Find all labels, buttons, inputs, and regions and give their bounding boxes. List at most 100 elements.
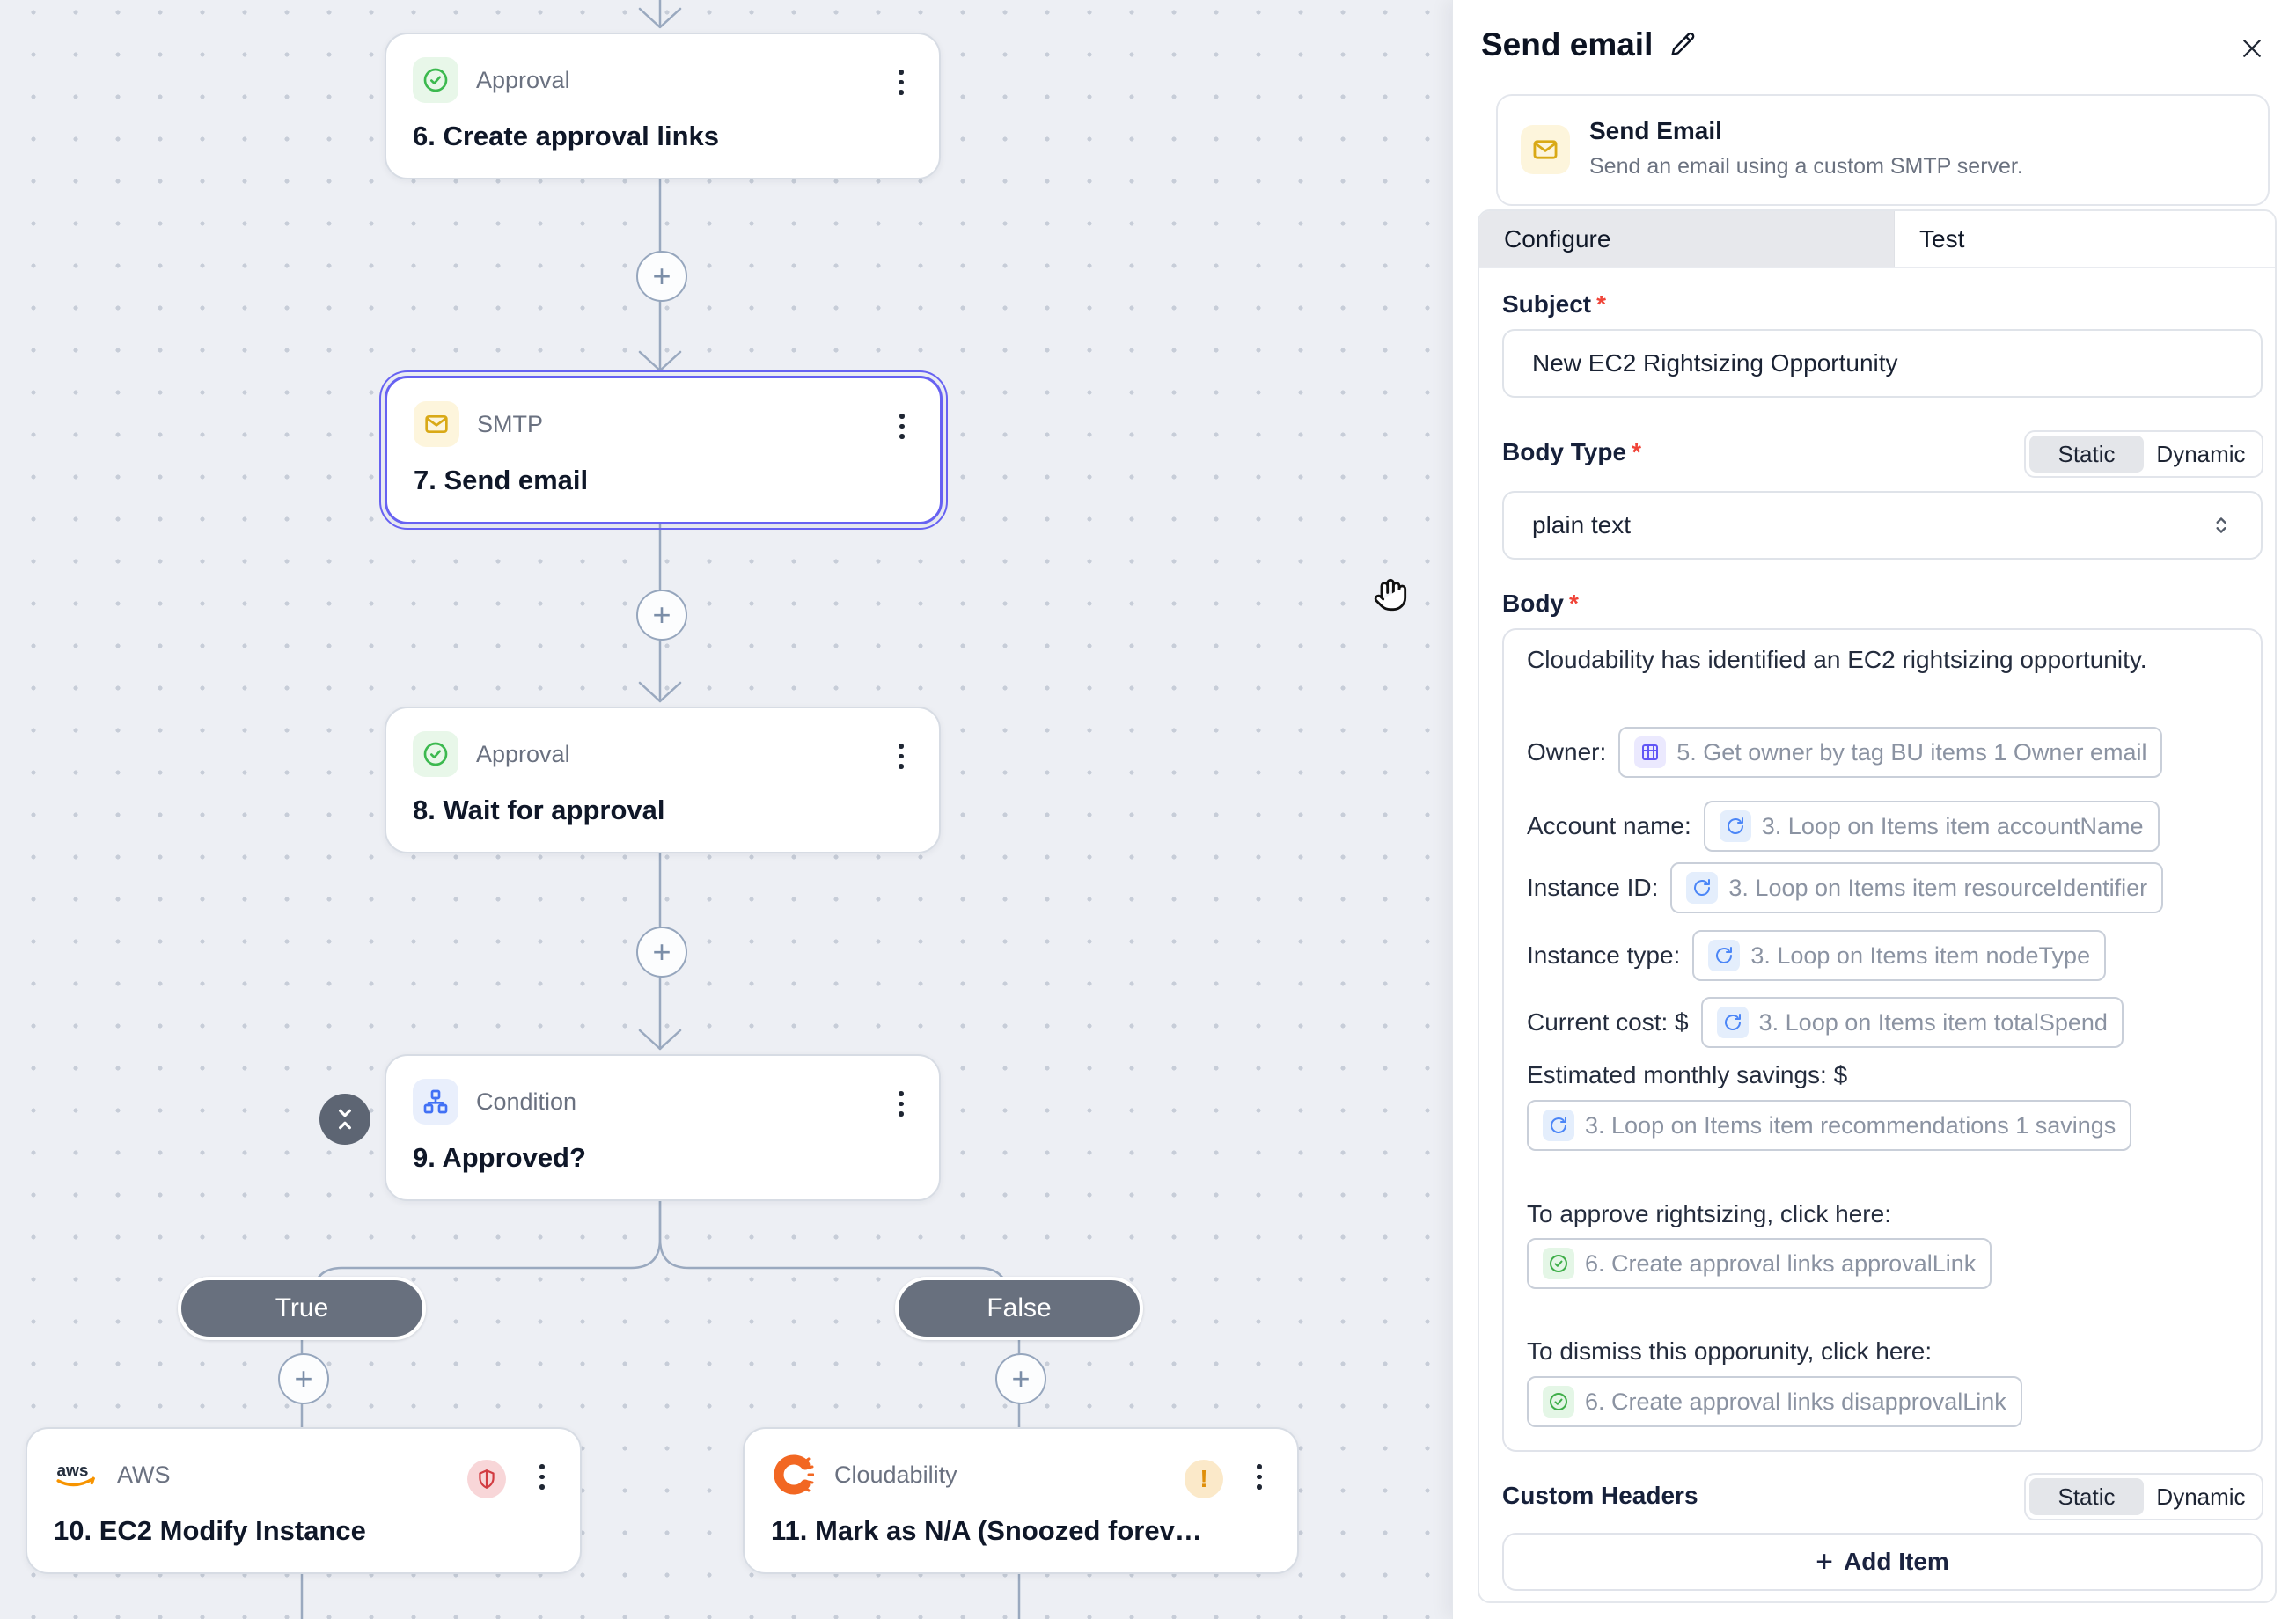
approve-label-text: To approve rightsizing, click here: [1527,1200,1891,1227]
node-ec2-modify-instance[interactable]: aws AWS 10. EC2 Modify Instance [26,1427,582,1574]
loop-icon [1686,872,1719,904]
unfold-chevrons-icon [2216,517,2226,533]
field-label-text: Owner: [1527,738,1607,766]
add-step-button[interactable]: + [636,590,687,641]
hand-grab-cursor [1373,577,1408,617]
required-asterisk: * [1596,290,1607,318]
add-step-button[interactable]: + [278,1353,329,1404]
integration-card: Send Email Send an email using a custom … [1496,94,2270,206]
add-item-button[interactable]: + Add Item [1502,1533,2263,1591]
node-menu-button[interactable] [1248,1464,1271,1490]
svg-text:aws: aws [56,1462,88,1481]
body-type-static-option[interactable]: Static [2029,436,2144,473]
custom-headers-dynamic-option[interactable]: Dynamic [2156,1483,2246,1510]
add-step-button[interactable]: + [636,927,687,978]
node-menu-button[interactable] [531,1464,554,1490]
variable-chip-savings[interactable]: 3. Loop on Items item recommendations 1 … [1527,1100,2132,1151]
body-type-dynamic-option[interactable]: Dynamic [2156,440,2246,467]
body-field-row: Instance type: 3. Loop on Items item nod… [1527,930,2107,981]
add-step-button[interactable]: + [636,251,687,302]
variable-chip-instance-type[interactable]: 3. Loop on Items item nodeType [1692,930,2107,981]
node-menu-button[interactable] [890,70,913,95]
variable-chip-owner-email[interactable]: 5. Get owner by tag BU items 1 Owner ema… [1618,727,2163,778]
exclamation-icon: ! [1199,1465,1208,1492]
loop-icon [1708,940,1741,971]
body-intro-text: Cloudability has identified an EC2 right… [1527,646,2147,673]
loop-icon [1543,1110,1574,1141]
node-menu-button[interactable] [890,1091,913,1117]
savings-label-text: Estimated monthly savings: $ [1527,1061,1848,1088]
subject-value: New EC2 Rightsizing Opportunity [1532,349,1898,377]
required-asterisk: * [1632,438,1641,465]
field-label-text: Account name: [1527,812,1691,839]
node-mark-as-na[interactable]: Cloudability ! 11. Mark as N/A (Snoozed … [743,1427,1299,1574]
node-menu-button[interactable] [891,414,913,439]
node-type-label: AWS [117,1461,171,1488]
node-title: 9. Approved? [413,1142,586,1173]
node-type-label: SMTP [477,410,544,437]
approval-check-icon [413,731,458,777]
body-field-row: Current cost: $ 3. Loop on Items item to… [1527,997,2124,1048]
node-title: 8. Wait for approval [413,795,665,825]
body-field-row: Instance ID: 3. Loop on Items item resou… [1527,862,2164,913]
step-config-panel: Send email Send Email Send an email usin… [1452,0,2296,1619]
variable-chip-disapproval-link[interactable]: 6. Create approval links disapprovalLink [1527,1376,2022,1427]
close-icon[interactable] [2239,35,2265,62]
plus-icon: + [1816,1545,1834,1579]
node-type-label: Approval [476,740,570,767]
arrowhead-node6 [638,7,682,29]
body-label: Body* [1502,590,1579,617]
node-type-label: Condition [476,1088,577,1115]
node-title: 7. Send email [414,465,589,495]
body-editor[interactable]: Cloudability has identified an EC2 right… [1502,628,2263,1452]
tab-configure[interactable]: Configure [1479,211,1895,267]
body-type-toggle: Static Dynamic [2024,430,2263,478]
send-email-envelope-icon [1521,125,1570,174]
variable-chip-total-spend[interactable]: 3. Loop on Items item totalSpend [1700,997,2124,1048]
node-send-email[interactable]: SMTP 7. Send email [379,370,948,530]
custom-headers-static-option[interactable]: Static [2029,1478,2144,1515]
node-create-approval-links[interactable]: Approval 6. Create approval links [385,33,941,179]
node-approved-condition[interactable]: Condition 9. Approved? [385,1054,941,1201]
node-title: 11. Mark as N/A (Snoozed forev… [771,1515,1202,1546]
arrowhead-node7 [638,350,682,372]
edit-name-icon[interactable] [1669,31,1697,59]
arrowhead-node8 [638,681,682,703]
node-title: 10. EC2 Modify Instance [54,1515,366,1546]
variable-chip-account-name[interactable]: 3. Loop on Items item accountName [1703,801,2160,852]
branch-label-true[interactable]: True [178,1277,426,1340]
variable-chip-instance-id[interactable]: 3. Loop on Items item resourceIdentifier [1670,862,2164,913]
node-title: 6. Create approval links [413,121,720,151]
arrowhead-node9 [638,1029,682,1051]
subject-label: Subject* [1502,290,1607,318]
body-type-label: Body Type* [1502,438,1641,465]
node-type-label: Cloudability [834,1461,957,1488]
variable-chip-approval-link[interactable]: 6. Create approval links approvalLink [1527,1238,1992,1289]
custom-headers-label: Custom Headers [1502,1482,1698,1509]
security-shield-badge [467,1460,506,1498]
loop-icon [1719,810,1751,842]
panel-title: Send email [1481,26,1654,62]
custom-headers-toggle: Static Dynamic [2024,1473,2263,1520]
configure-card: Configure Test Subject* New EC2 Rightsiz… [1478,209,2277,1603]
required-asterisk: * [1569,590,1579,617]
cloudability-logo-icon [771,1452,817,1498]
tab-test[interactable]: Test [1895,211,2275,267]
workflow-canvas[interactable]: + + + + + Approval 6. Create approval li… [0,0,1452,1619]
table-icon [1634,736,1667,768]
add-step-button[interactable]: + [995,1353,1046,1404]
approval-check-icon [413,57,458,103]
integration-name: Send Email [1589,117,1722,144]
branch-label-false[interactable]: False [895,1277,1143,1340]
field-label-text: Current cost: $ [1527,1008,1689,1036]
node-menu-button[interactable] [890,744,913,769]
body-format-value: plain text [1532,511,1632,538]
subject-input[interactable]: New EC2 Rightsizing Opportunity [1502,329,2263,398]
node-wait-for-approval[interactable]: Approval 8. Wait for approval [385,707,941,853]
envelope-icon [414,401,459,447]
body-field-row: Account name: 3. Loop on Items item acco… [1527,801,2160,852]
approval-check-icon [1543,1386,1574,1418]
condition-branch-icon [413,1079,458,1125]
collapse-branches-button[interactable] [319,1094,370,1145]
body-format-select[interactable]: plain text [1502,491,2263,560]
